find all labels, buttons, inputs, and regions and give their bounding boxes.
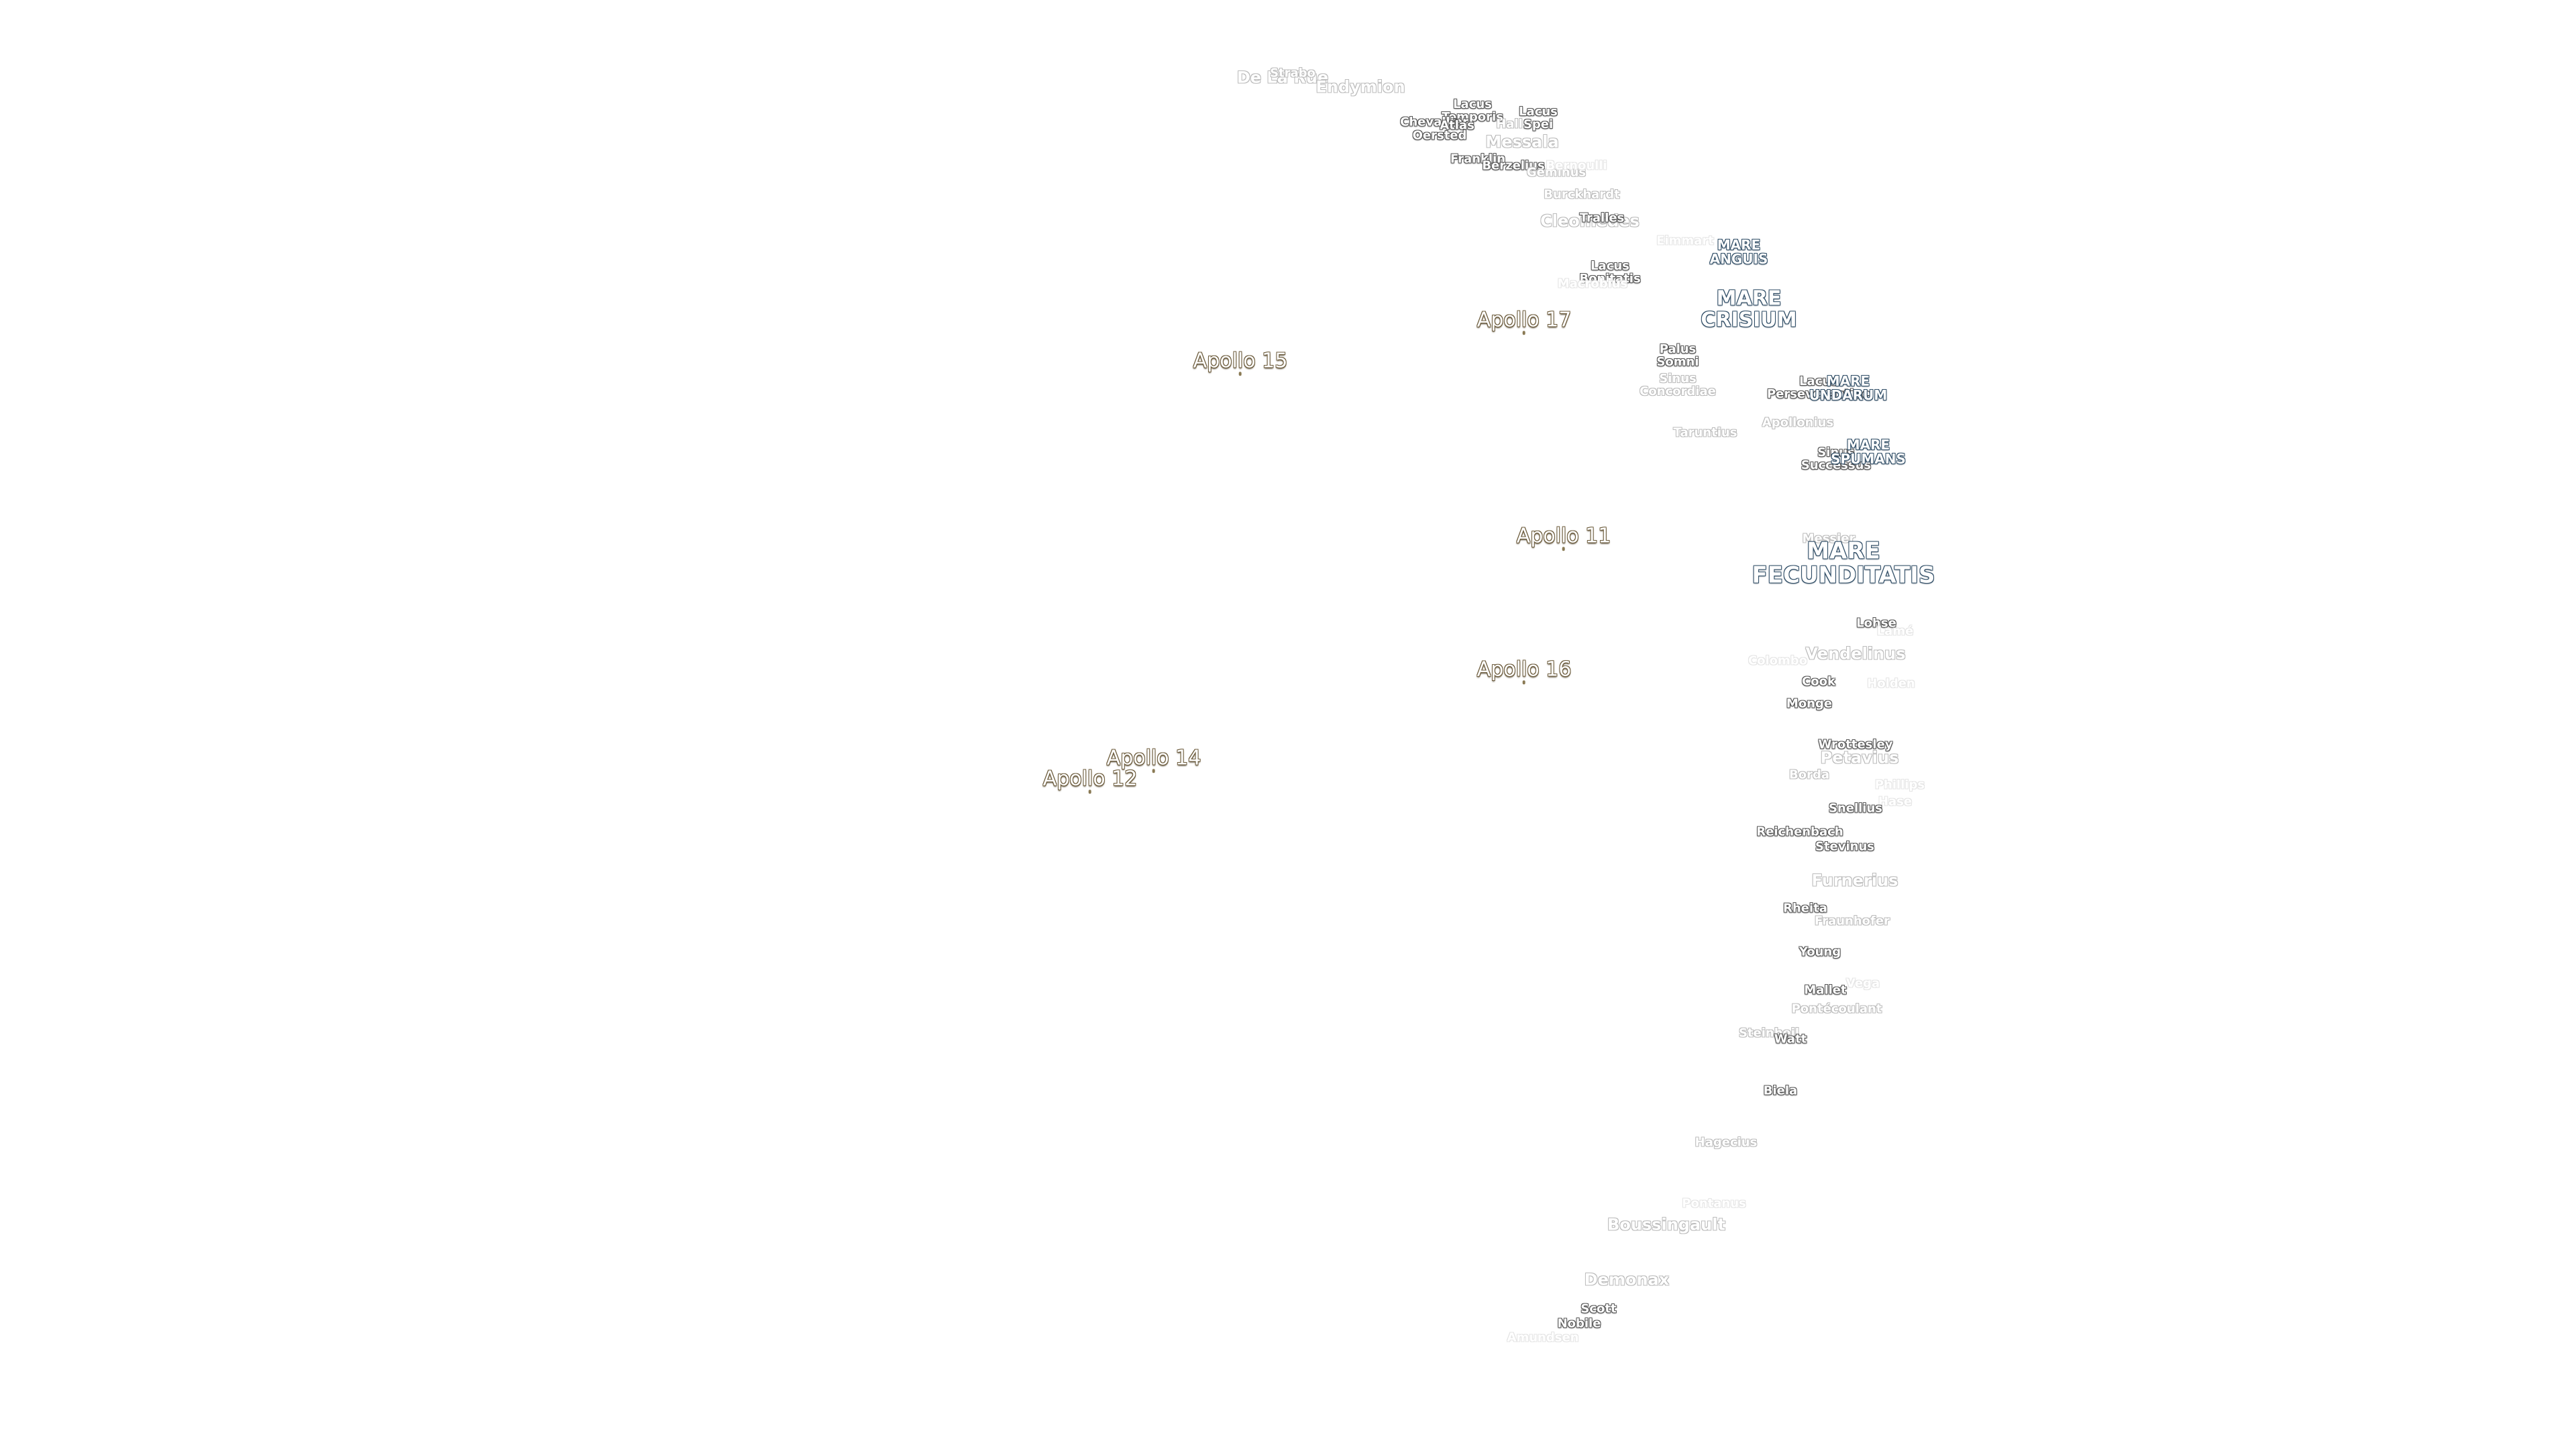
map-label-steinheil[interactable]: Steinheil (1738, 1026, 1800, 1040)
map-label-snellius[interactable]: Snellius (1828, 801, 1883, 816)
map-label-taruntius[interactable]: Taruntius (1673, 425, 1737, 440)
map-label-messala[interactable]: Messala (1485, 132, 1559, 152)
map-label-nobile[interactable]: Nobile (1557, 1316, 1601, 1331)
map-label-reichenbach[interactable]: Reichenbach (1756, 824, 1843, 839)
map-label-strabo[interactable]: Strabo (1270, 66, 1316, 80)
map-label-fraunhofer[interactable]: Fraunhofer (1815, 914, 1890, 928)
map-label-wrottesley[interactable]: Wrottesley (1818, 737, 1893, 752)
map-label-eimmart[interactable]: Eimmart (1656, 233, 1714, 248)
landing-site-marker-icon (1239, 371, 1242, 376)
map-label-oersted[interactable]: Oersted (1412, 128, 1467, 143)
map-label-bernoulli[interactable]: Bernoulli (1546, 158, 1607, 173)
map-label-young[interactable]: Young (1799, 945, 1841, 959)
landing-site-marker-icon (1562, 546, 1565, 551)
map-label-apollo-14[interactable]: Apollo 14 (1107, 747, 1201, 773)
map-label-scott[interactable]: Scott (1580, 1301, 1617, 1316)
landing-site-marker-icon (1152, 768, 1155, 773)
map-label-vega[interactable]: Vega (1845, 976, 1880, 991)
map-label-biela[interactable]: Biela (1763, 1083, 1798, 1098)
map-label-demonax[interactable]: Demonax (1584, 1270, 1670, 1289)
map-label-apollo-12[interactable]: Apollo 12 (1043, 768, 1137, 794)
map-label-messier[interactable]: Messier (1802, 531, 1856, 546)
map-label-stevinus[interactable]: Stevinus (1815, 839, 1875, 854)
map-label-apollo-15[interactable]: Apollo 15 (1193, 350, 1287, 376)
map-label-atlas[interactable]: Atlas (1440, 118, 1474, 133)
map-label-de-la-rue[interactable]: De La Rue (1236, 68, 1329, 87)
map-label-chevallier[interactable]: Chevallier (1400, 115, 1468, 129)
map-label-hase[interactable]: Hase (1878, 794, 1913, 809)
map-label-burckhardt[interactable]: Burckhardt (1544, 187, 1620, 202)
map-label-amundsen[interactable]: Amundsen (1507, 1330, 1579, 1345)
map-label-holden[interactable]: Holden (1867, 676, 1915, 691)
landing-site-marker-icon (1089, 789, 1091, 794)
landing-site-marker-icon (1523, 680, 1525, 684)
map-label-borda[interactable]: Borda (1789, 767, 1829, 782)
map-label-cook[interactable]: Cook (1802, 674, 1835, 689)
map-label-franklin[interactable]: Franklin (1450, 152, 1506, 166)
map-label-apollonius[interactable]: Apollonius (1762, 415, 1834, 430)
map-label-watt[interactable]: Watt (1774, 1032, 1807, 1046)
map-label-apollo-11[interactable]: Apollo 11 (1517, 525, 1611, 551)
map-label-pontanus[interactable]: Pontanus (1682, 1196, 1746, 1211)
map-label-mallet[interactable]: Mallet (1804, 983, 1847, 998)
map-label-petavius[interactable]: Petavius (1820, 748, 1899, 767)
landing-site-marker-icon (1523, 330, 1525, 335)
map-label-vendelinus[interactable]: Vendelinus (1805, 644, 1906, 663)
map-label-berzelius[interactable]: Berzelius (1482, 158, 1545, 173)
map-label-apollo-17[interactable]: Apollo 17 (1477, 309, 1571, 335)
map-label-lame[interactable]: Lamé (1876, 624, 1914, 639)
map-label-pontecoulant[interactable]: Pontécoulant (1791, 1002, 1882, 1016)
map-label-monge[interactable]: Monge (1786, 696, 1833, 711)
map-label-geminus[interactable]: Geminus (1526, 165, 1587, 180)
map-label-macrobius[interactable]: Macrobius (1557, 276, 1628, 291)
map-label-colombo[interactable]: Colombo (1748, 653, 1808, 668)
map-label-tralles[interactable]: Tralles (1579, 211, 1625, 225)
map-label-hall[interactable]: Hall (1496, 117, 1523, 131)
map-label-hagecius[interactable]: Hagecius (1695, 1135, 1758, 1150)
map-label-cleomedes[interactable]: Cleomedes (1540, 211, 1640, 231)
map-label-rheita[interactable]: Rheita (1783, 901, 1827, 916)
map-label-boussingault[interactable]: Boussingault (1607, 1215, 1725, 1234)
map-label-apollo-16[interactable]: Apollo 16 (1477, 659, 1571, 684)
map-label-lohse[interactable]: Lohse (1856, 616, 1896, 631)
map-label-phillips[interactable]: Phillips (1874, 777, 1925, 792)
map-label-endymion[interactable]: Endymion (1316, 77, 1405, 97)
map-label-furnerius[interactable]: Furnerius (1811, 871, 1898, 890)
